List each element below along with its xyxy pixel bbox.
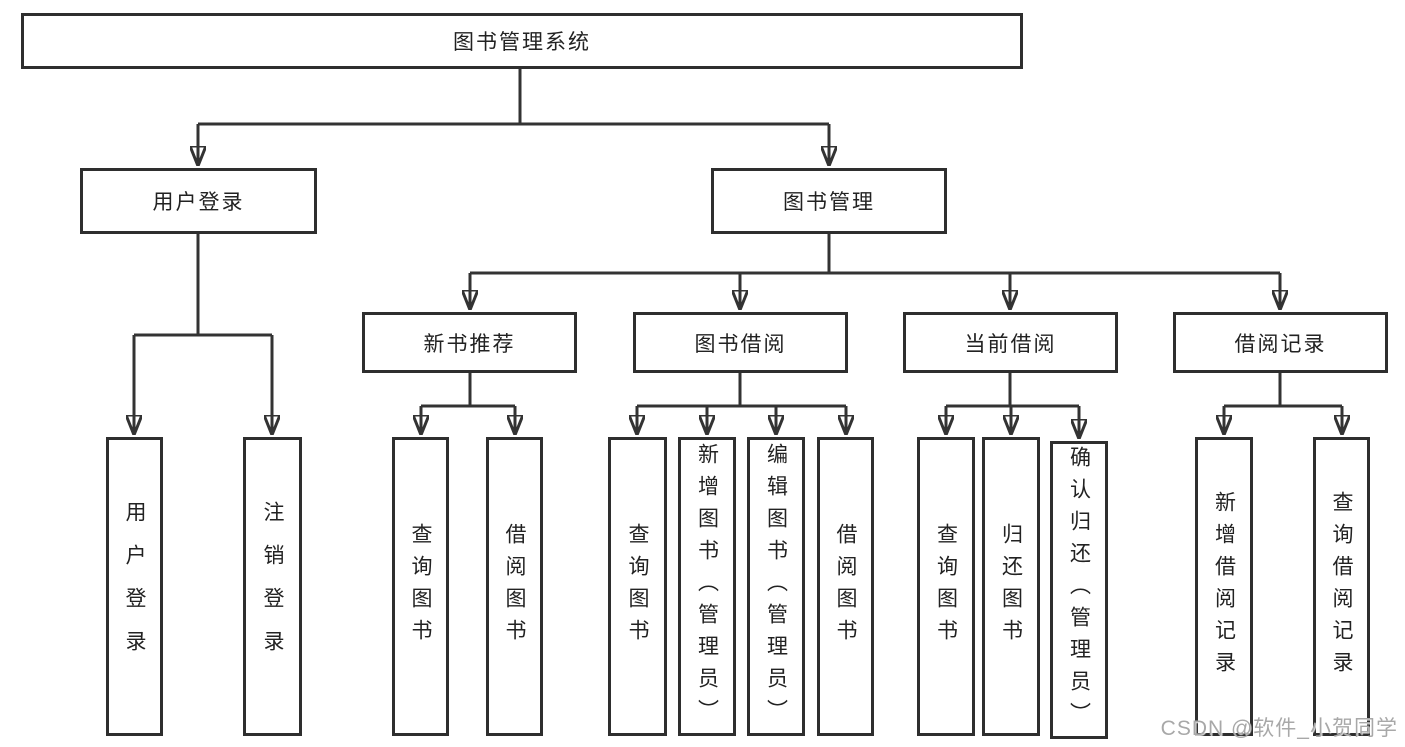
leaf-label: 查询图书	[409, 522, 432, 651]
leaf-label: 用户登录	[123, 500, 146, 673]
leaf-label: 新增借阅记录	[1212, 490, 1236, 683]
leaf-query-books: 查询图书	[392, 437, 449, 736]
csdn-watermark: CSDN @软件_小贺同学	[1160, 717, 1398, 740]
leaf-label: 查询图书	[934, 522, 958, 651]
node-book-borrowing: 图书借阅	[633, 312, 848, 373]
leaf-label: 查询图书	[626, 522, 649, 651]
leaf-label: 新增图书（管理员）	[695, 442, 719, 731]
node-label: 图书管理系统	[453, 31, 591, 54]
node-library-management-system: 图书管理系统	[21, 13, 1023, 69]
leaf-add-books-admin: 新增图书（管理员）	[678, 437, 736, 736]
node-label: 新书推荐	[423, 332, 516, 356]
leaf-label: 注销登录	[261, 500, 284, 673]
leaf-query-books: 查询图书	[608, 437, 667, 736]
leaf-user-login: 用户登录	[106, 437, 163, 736]
leaf-label: 确认归还（管理员）	[1067, 446, 1091, 734]
node-label: 借阅记录	[1234, 332, 1327, 356]
leaf-query-borrow-record: 查询借阅记录	[1313, 437, 1370, 736]
node-book-management: 图书管理	[711, 168, 947, 234]
node-label: 用户登录	[152, 191, 245, 214]
leaf-label: 归还图书	[999, 522, 1023, 651]
node-new-book-recommend: 新书推荐	[362, 312, 577, 373]
leaf-borrow-books: 借阅图书	[817, 437, 874, 736]
leaf-confirm-return-admin: 确认归还（管理员）	[1050, 441, 1108, 739]
node-borrowing-records: 借阅记录	[1173, 312, 1388, 373]
leaf-logout: 注销登录	[243, 437, 302, 736]
node-label: 当前借阅	[964, 332, 1057, 356]
leaf-query-books: 查询图书	[917, 437, 975, 736]
leaf-label: 编辑图书（管理员）	[764, 442, 788, 731]
leaf-edit-books-admin: 编辑图书（管理员）	[747, 437, 805, 736]
leaf-add-borrow-record: 新增借阅记录	[1195, 437, 1253, 736]
leaf-return-books: 归还图书	[982, 437, 1040, 736]
node-label: 图书管理	[783, 191, 875, 214]
node-user-login: 用户登录	[80, 168, 317, 234]
leaf-label: 借阅图书	[834, 522, 857, 651]
leaf-label: 查询借阅记录	[1330, 490, 1353, 683]
node-label: 图书借阅	[694, 332, 787, 356]
leaf-borrow-books: 借阅图书	[486, 437, 543, 736]
leaf-label: 借阅图书	[503, 522, 526, 651]
node-current-borrowing: 当前借阅	[903, 312, 1118, 373]
